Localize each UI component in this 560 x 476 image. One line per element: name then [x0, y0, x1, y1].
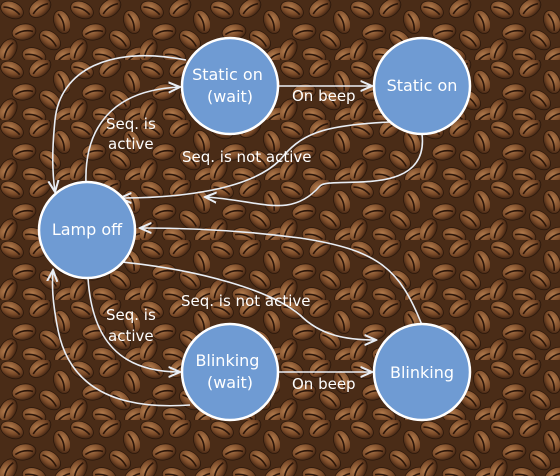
- edge-blinking-to-lamp-off: [140, 228, 423, 326]
- edge-static-on-to-blinking: [205, 133, 423, 207]
- state-blinking-wait-label: Blinking (wait): [195, 351, 264, 392]
- edge-static-on-to-lamp-off: [120, 121, 391, 198]
- edge-lamp-off-to-static-wait: [85, 87, 180, 185]
- edge-label-seq-active-bottom: Seq. is active: [106, 306, 161, 345]
- state-blinking: Blinking: [372, 322, 472, 422]
- edge-lamp-off-to-blink-wait: [87, 277, 180, 372]
- state-lamp-off-label: Lamp off: [52, 220, 123, 239]
- edge-static-wait-to-lamp-off: [53, 54, 187, 192]
- edge-label-on-beep-top: On beep: [292, 87, 356, 105]
- state-static-on-wait-label: Static on (wait): [192, 65, 268, 106]
- edge-label-seq-not-active-bottom: Seq. is not active: [181, 292, 311, 310]
- state-static-on-label: Static on: [387, 76, 458, 95]
- state-static-on: Static on: [372, 36, 472, 136]
- state-blinking-wait: Blinking (wait): [180, 322, 280, 422]
- state-static-on-wait: Static on (wait): [180, 36, 280, 136]
- state-lamp-off: Lamp off: [37, 180, 137, 280]
- edge-blink-wait-to-lamp-off: [53, 270, 191, 407]
- edge-lamp-off-to-blinking: [121, 261, 376, 340]
- edge-label-on-beep-bottom: On beep: [292, 375, 356, 393]
- state-blinking-label: Blinking: [390, 363, 454, 382]
- edge-label-seq-active-top: Seq. is active: [106, 115, 161, 153]
- edge-label-seq-not-active-top: Seq. is not active: [182, 148, 312, 166]
